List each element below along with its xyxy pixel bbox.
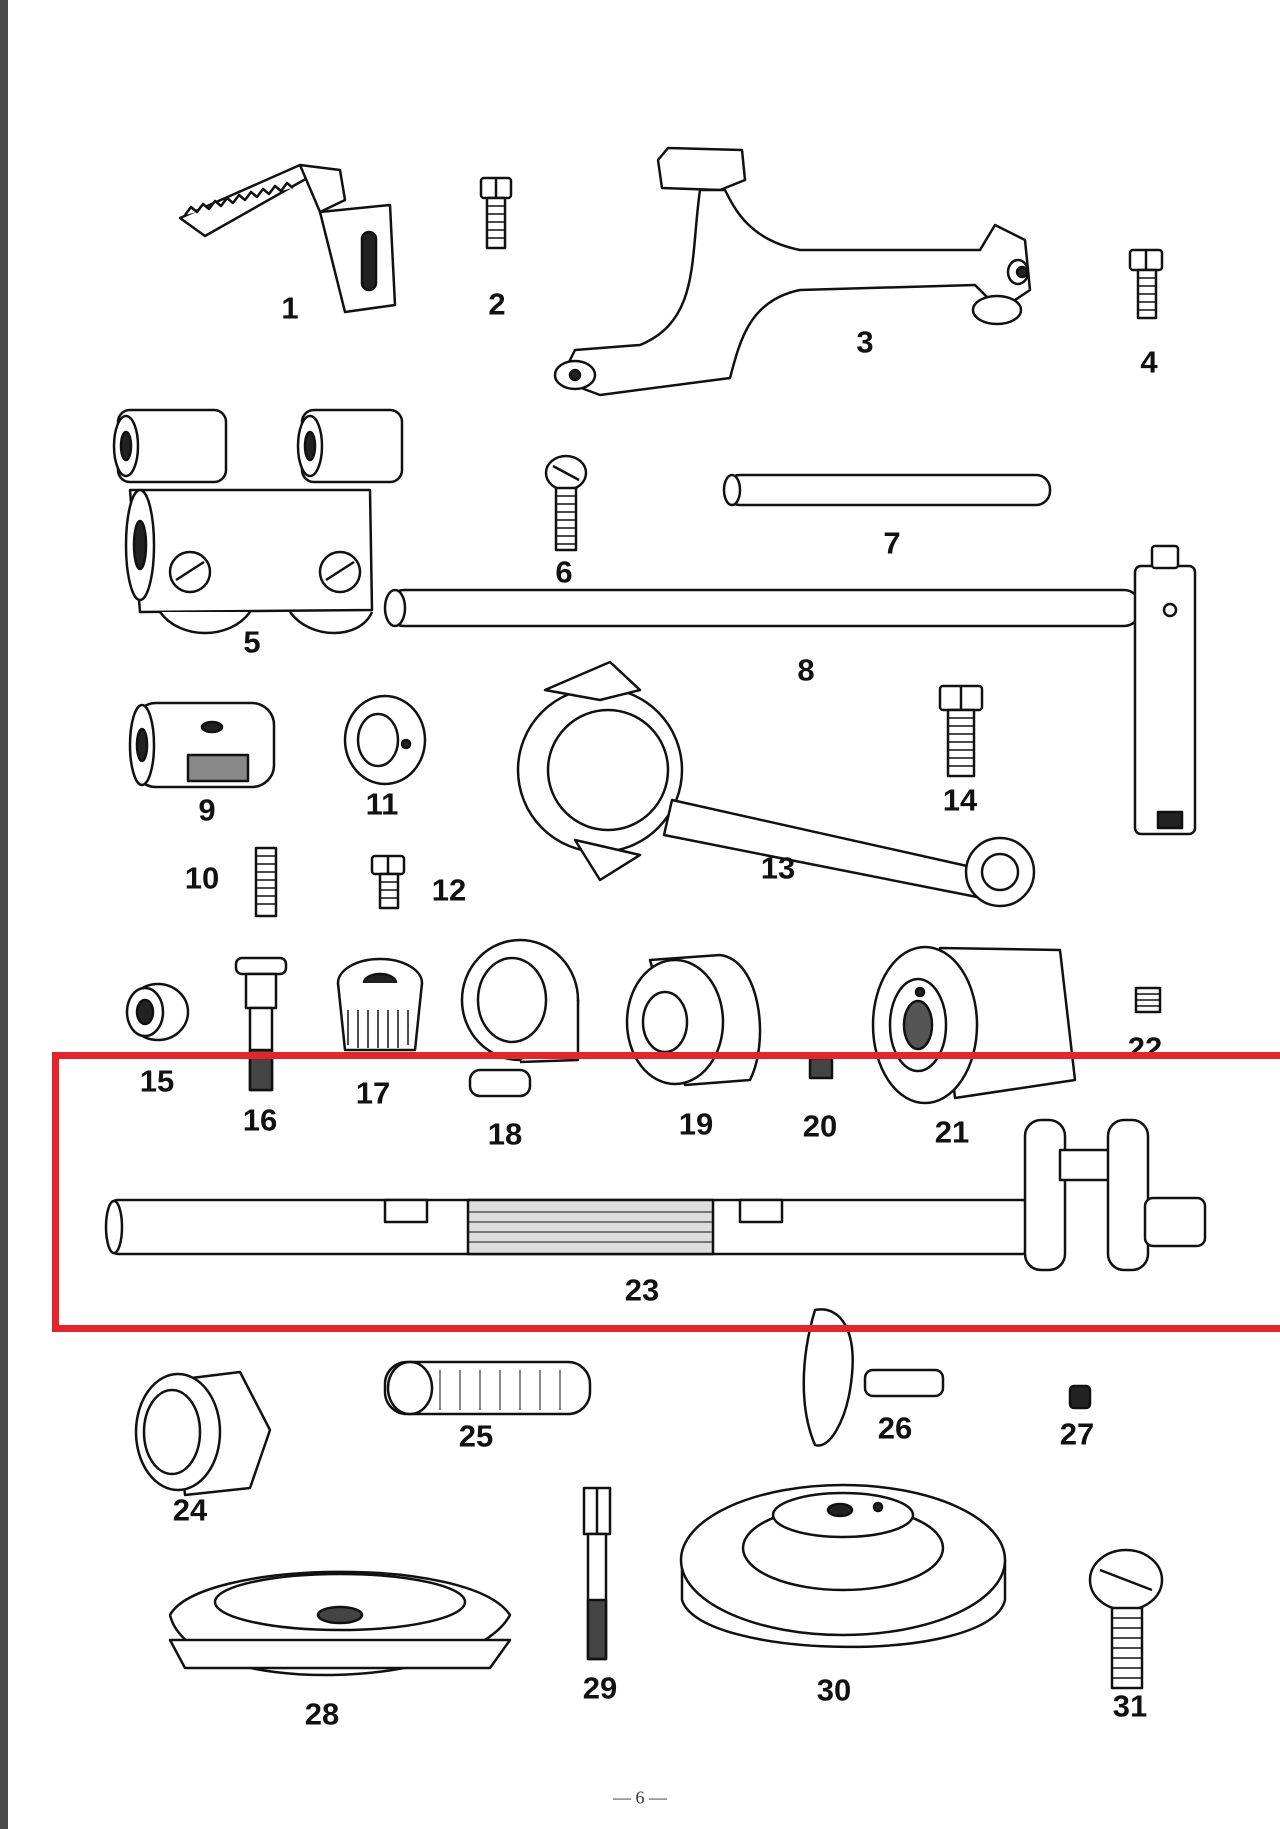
part-label-17: 17 <box>355 1075 391 1111</box>
part-label-11: 11 <box>365 786 399 822</box>
part-label-30: 30 <box>816 1672 852 1708</box>
part-29-drawing <box>582 1486 612 1661</box>
page-number: — 6 — <box>613 1787 667 1808</box>
part-16-drawing <box>234 956 288 1092</box>
highlight-box-part-23 <box>52 1052 1280 1332</box>
part-label-9: 9 <box>198 792 216 828</box>
part-15-drawing <box>125 982 190 1042</box>
part-label-10: 10 <box>184 860 220 896</box>
part-12-drawing <box>370 854 406 910</box>
part-27-drawing <box>1068 1384 1092 1410</box>
part-22-drawing <box>1134 986 1162 1014</box>
part-label-15: 15 <box>139 1063 175 1099</box>
part-label-18: 18 <box>487 1116 523 1152</box>
part-17-drawing <box>336 957 424 1052</box>
part-6-drawing <box>544 454 588 552</box>
part-label-28: 28 <box>304 1696 340 1732</box>
part-5-drawing <box>112 408 404 635</box>
part-label-4: 4 <box>1140 344 1158 380</box>
part-label-31: 31 <box>1112 1688 1148 1724</box>
part-13-drawing <box>516 660 1036 908</box>
part-11-drawing <box>343 694 427 786</box>
viewer-left-edge <box>0 0 8 1829</box>
part-31-drawing <box>1088 1548 1164 1690</box>
part-30-drawing <box>679 1483 1007 1649</box>
part-2-drawing <box>479 176 513 250</box>
part-21-drawing <box>871 945 1077 1105</box>
part-label-8: 8 <box>797 652 815 688</box>
part-label-3: 3 <box>856 324 874 360</box>
part-label-27: 27 <box>1059 1416 1095 1452</box>
part-label-20: 20 <box>802 1108 838 1144</box>
part-label-14: 14 <box>942 782 978 818</box>
part-label-12: 12 <box>431 872 467 908</box>
part-4-drawing <box>1128 248 1164 320</box>
part-10-drawing <box>254 846 278 918</box>
part-label-26: 26 <box>877 1410 913 1446</box>
part-label-24: 24 <box>172 1492 208 1528</box>
part-label-5: 5 <box>243 624 261 660</box>
part-label-7: 7 <box>883 525 901 561</box>
part-label-1: 1 <box>281 290 299 326</box>
part-25-drawing <box>383 1360 592 1416</box>
part-14-drawing <box>938 684 984 778</box>
part-1-drawing <box>178 163 397 314</box>
part-label-21: 21 <box>934 1114 970 1150</box>
part-28-drawing <box>168 1570 512 1677</box>
part-label-23: 23 <box>624 1272 660 1308</box>
part-3-drawing <box>553 146 1032 397</box>
part-label-6: 6 <box>555 554 573 590</box>
part-8-drawing <box>383 544 1197 836</box>
part-label-2: 2 <box>488 286 506 322</box>
part-26-drawing <box>802 1308 945 1447</box>
part-label-16: 16 <box>242 1102 278 1138</box>
part-label-25: 25 <box>458 1418 494 1454</box>
part-23-drawing <box>104 1118 1207 1272</box>
part-9-drawing <box>128 701 276 789</box>
part-label-19: 19 <box>678 1106 714 1142</box>
part-18-drawing <box>460 938 580 1098</box>
part-24-drawing <box>134 1370 272 1497</box>
part-7-drawing <box>722 473 1052 507</box>
part-label-13: 13 <box>760 850 796 886</box>
part-label-29: 29 <box>582 1670 618 1706</box>
